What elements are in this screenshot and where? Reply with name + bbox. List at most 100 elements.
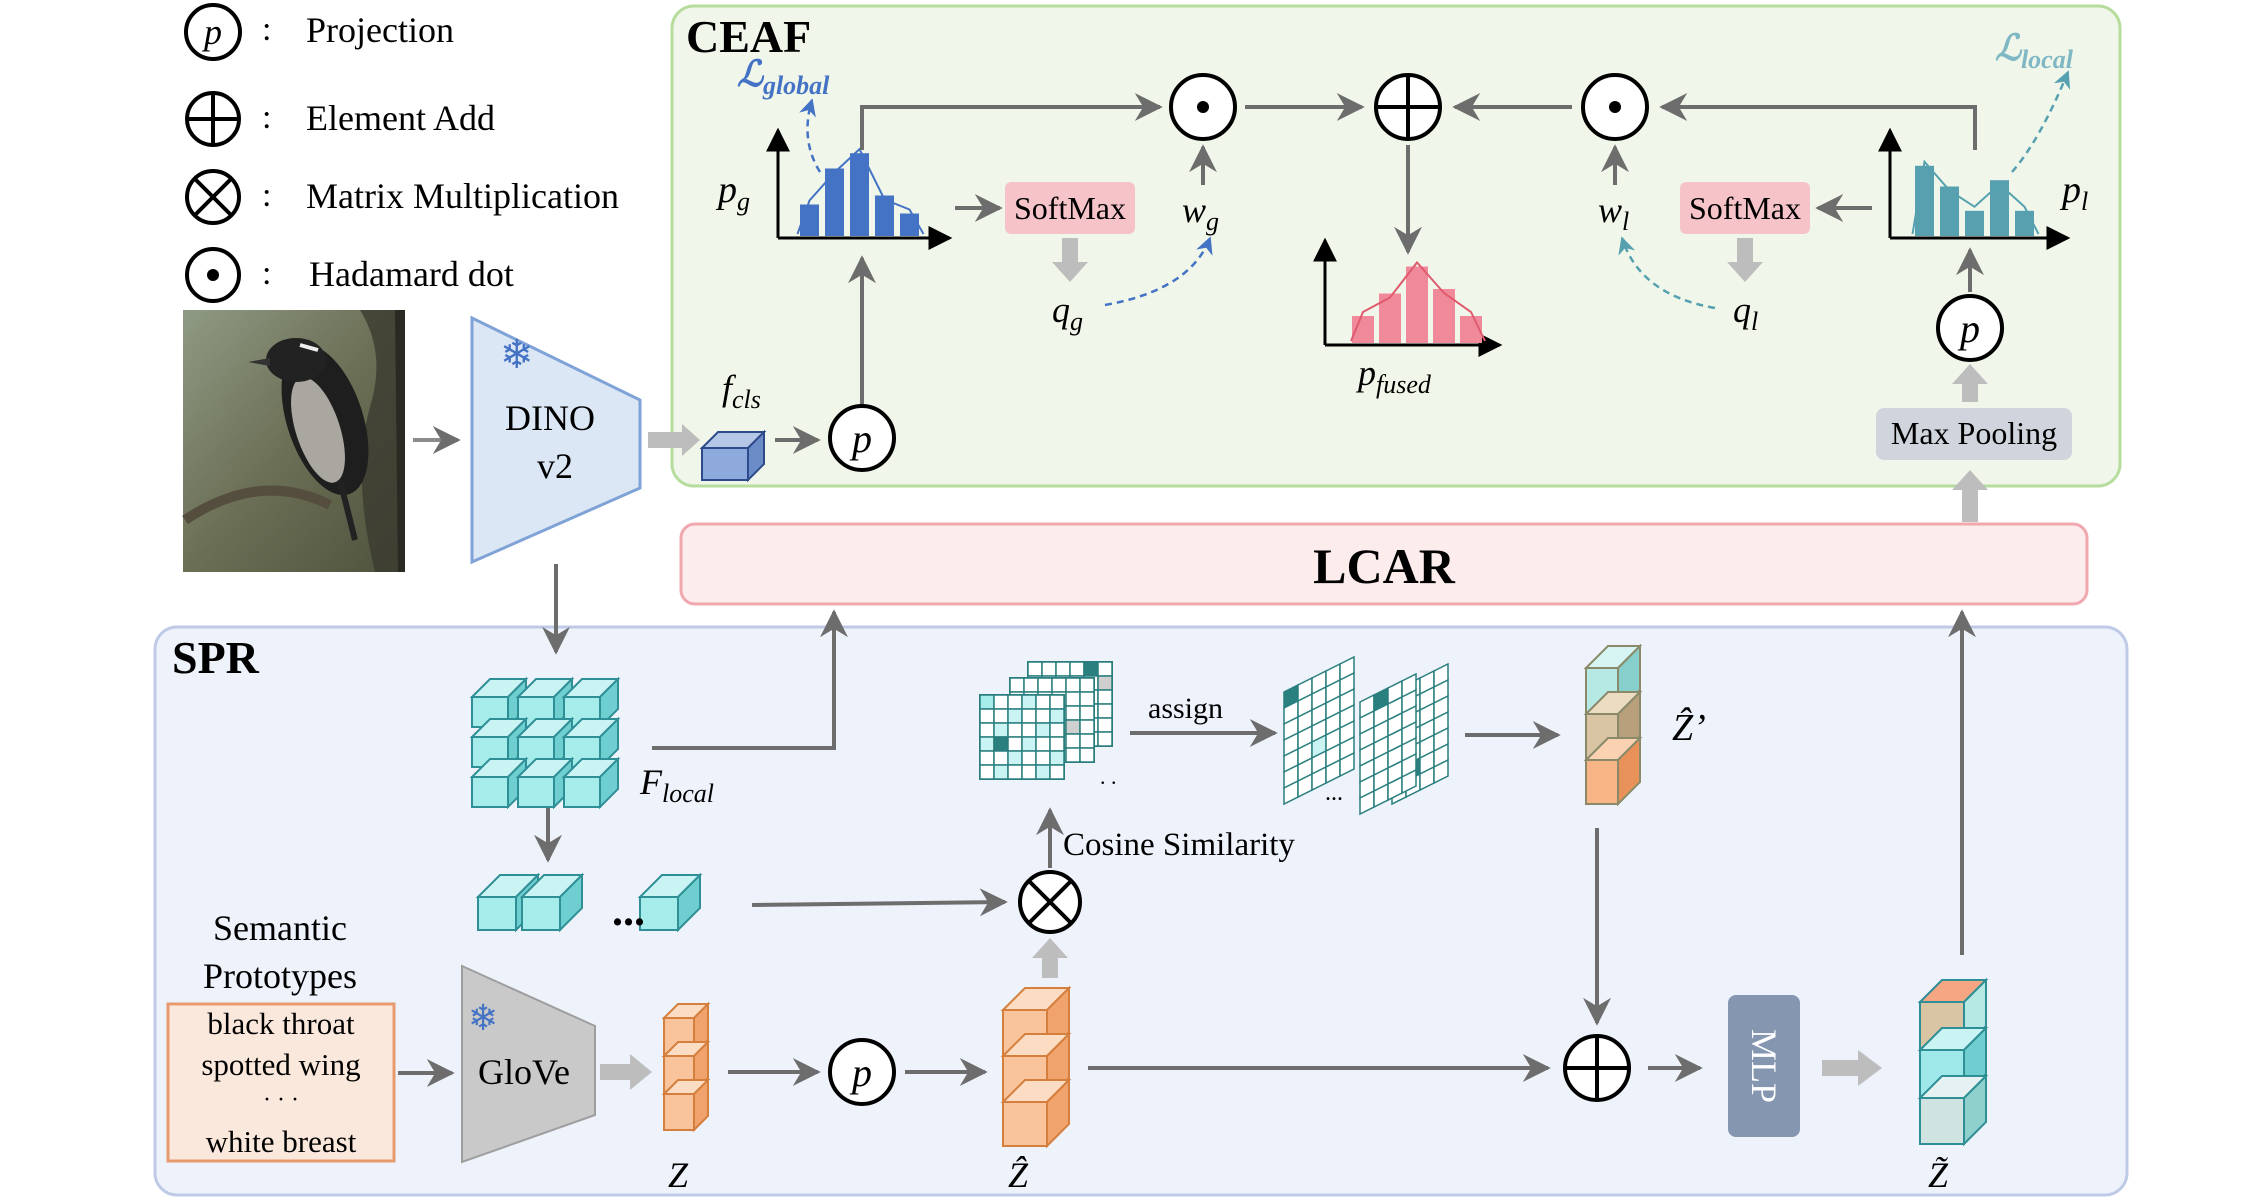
grid-cell	[1041, 661, 1057, 677]
flocal-feature-map	[469, 676, 621, 810]
cube-face	[521, 896, 561, 931]
thick-arrow	[1952, 470, 1988, 522]
grid-ellipsis: ...	[1325, 780, 1343, 806]
max-pooling-label: Max Pooling	[1891, 415, 2057, 451]
grid-cell	[979, 750, 995, 766]
z-label: Z	[668, 1155, 689, 1195]
legend-sep: :	[262, 11, 271, 48]
projection-symbol: p	[849, 416, 872, 461]
softmax-global-label: SoftMax	[1014, 190, 1126, 226]
loss-global-label: ℒglobal	[737, 54, 830, 100]
grid-cell	[1035, 722, 1051, 738]
semantic-prototypes-title-2: Prototypes	[203, 956, 357, 996]
wl-label: wl	[1598, 190, 1629, 236]
grid-cell	[1049, 750, 1065, 766]
grid-cell	[1049, 708, 1065, 724]
projection-node-global	[828, 404, 896, 472]
assignment-matrices: ...	[1283, 655, 1449, 816]
ztilde-stack	[1917, 977, 1989, 1147]
grid-cell	[1065, 691, 1081, 707]
patch-tokens	[475, 872, 703, 933]
zhat-stack	[1000, 985, 1072, 1149]
grid-cell	[1079, 691, 1095, 707]
histogram-bar	[2015, 210, 2034, 236]
thick-arrow	[1032, 938, 1068, 978]
pg-label: pg	[715, 169, 750, 216]
cube-face	[677, 872, 701, 933]
grid-cell	[979, 736, 995, 752]
grid-cell	[993, 708, 1009, 724]
grid-cell	[1035, 764, 1051, 780]
grid-cell	[1037, 677, 1053, 693]
cube-face	[663, 1093, 695, 1131]
grid-cell	[1097, 661, 1113, 677]
grid-cell	[1065, 747, 1081, 763]
legend-label-matrix-mult: Matrix Multiplication	[306, 176, 619, 216]
cube-face	[693, 1077, 709, 1133]
cube-face	[471, 776, 509, 808]
dino-label-line2: v2	[537, 446, 573, 486]
zhat-prime-stack	[1583, 643, 1643, 807]
grid-cell	[1401, 768, 1417, 795]
cube-face	[477, 896, 517, 931]
histogram-fused	[1313, 237, 1503, 357]
grid-cell	[1065, 719, 1081, 735]
thick-arrow	[1952, 364, 1988, 402]
histogram-bar	[1915, 165, 1934, 236]
grid-cell	[1051, 677, 1067, 693]
grid-cell	[1065, 677, 1081, 693]
flocal-label: Flocal	[639, 762, 714, 808]
snowflake-icon: ❄	[500, 332, 534, 377]
mlp-block	[1728, 995, 1800, 1137]
thick-arrow	[600, 1054, 652, 1090]
grid-cell	[1049, 736, 1065, 752]
fcls-token	[699, 429, 767, 483]
cube-face	[1002, 1101, 1048, 1147]
zhat-prime-label: Ẑ’	[1672, 707, 1706, 749]
grid-cell	[1021, 764, 1037, 780]
legend-label-element-add: Element Add	[306, 98, 495, 138]
grid-cell	[1079, 677, 1095, 693]
histogram-local	[1878, 127, 2071, 250]
softmax-local	[1680, 182, 1810, 234]
grid-cell	[1035, 708, 1051, 724]
grid-cell	[993, 722, 1009, 738]
grid-cell	[1079, 719, 1095, 735]
prototype-item: · · ·	[263, 1087, 299, 1113]
grid-cell	[1007, 708, 1023, 724]
grid-cell	[1009, 677, 1025, 693]
grid-cell	[1021, 736, 1037, 752]
assign-label: assign	[1148, 692, 1223, 725]
cube-face	[517, 776, 555, 808]
grid-cell	[993, 694, 1009, 710]
thick-arrow	[1822, 1050, 1882, 1086]
legend-matrix-mult: : Matrix Multiplication	[185, 169, 619, 225]
legend-hadamard: : Hadamard dot	[185, 247, 514, 303]
cosine-similarity-label: Cosine Similarity	[1063, 827, 1295, 863]
grid-cell	[993, 750, 1009, 766]
cube-face	[599, 676, 619, 730]
grid-cell	[1097, 731, 1113, 747]
grid-ellipsis: . .	[1100, 764, 1117, 789]
cube-face	[1585, 759, 1619, 805]
grid-cell	[1023, 677, 1039, 693]
grid-cell	[1021, 694, 1037, 710]
patch-ellipsis: ...	[612, 886, 645, 935]
glove-label: GloVe	[478, 1052, 570, 1092]
grid-cell	[1007, 750, 1023, 766]
histogram-bar	[825, 168, 844, 236]
prototype-item: spotted wing	[201, 1047, 360, 1082]
histogram-bar	[1406, 266, 1428, 343]
thick-arrow	[648, 424, 700, 456]
histogram-bar	[900, 213, 919, 236]
ceaf-title: CEAF	[686, 11, 811, 62]
grid-cell	[1097, 717, 1113, 733]
legend-label-projection: Projection	[306, 10, 454, 50]
grid-cell	[1007, 736, 1023, 752]
grid-cell	[979, 708, 995, 724]
grid-cell	[1035, 750, 1051, 766]
grid-cell	[1339, 751, 1355, 778]
qg-label: qg	[1052, 290, 1083, 336]
thick-arrow	[1052, 238, 1088, 282]
